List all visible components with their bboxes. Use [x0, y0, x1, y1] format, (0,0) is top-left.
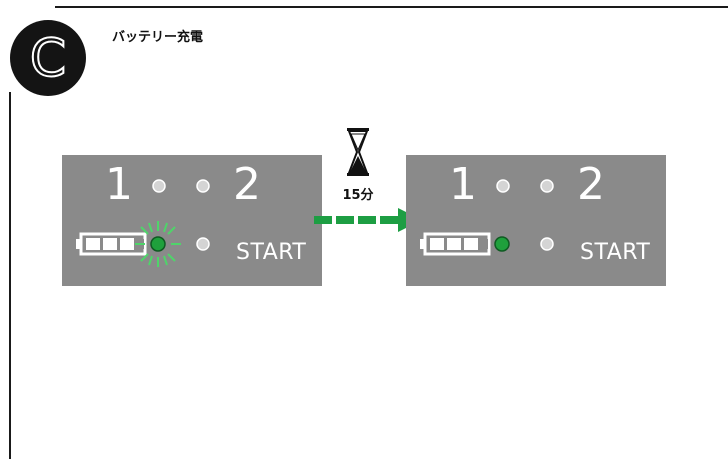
slot-number-2: 2 — [577, 159, 605, 210]
hourglass-icon — [347, 128, 369, 176]
slot-led-right — [196, 179, 210, 193]
panel-graphics — [420, 179, 554, 256]
section-title: バッテリー充電 — [112, 30, 204, 45]
slot-led-left — [496, 179, 510, 193]
battery-icon — [76, 232, 147, 256]
top-divider — [55, 6, 728, 8]
section-badge: C — [10, 20, 86, 96]
charge-led-blinking — [150, 236, 166, 252]
charge-led-steady — [494, 236, 510, 252]
slot-number-1: 1 — [449, 159, 477, 210]
battery-icon — [420, 232, 491, 256]
blink-rays-icon — [135, 221, 181, 267]
start-led — [196, 237, 210, 251]
timer-label: 15分 — [342, 188, 374, 203]
section-letter: C — [30, 29, 66, 89]
slot-number-1: 1 — [105, 159, 133, 210]
start-led — [540, 237, 554, 251]
start-label: START — [236, 240, 307, 265]
charger-panel-before: 1 2 START — [62, 155, 322, 286]
panel-graphics — [76, 179, 210, 267]
slot-number-2: 2 — [233, 159, 261, 210]
slot-led-left — [152, 179, 166, 193]
slot-led-right — [540, 179, 554, 193]
charger-panel-after: 1 2 START — [406, 155, 666, 286]
start-label: START — [580, 240, 651, 265]
left-divider — [9, 92, 11, 459]
